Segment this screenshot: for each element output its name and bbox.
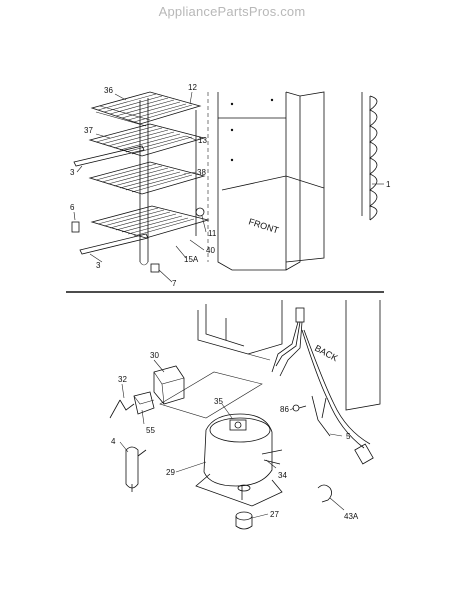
clip-part	[150, 263, 160, 273]
callout-43a: 43A	[344, 512, 359, 521]
callout-1: 1	[386, 180, 391, 189]
cabinet-front-label: FRONT	[247, 216, 280, 235]
cabinet-back-label: BACK	[313, 343, 339, 363]
shelf-front-rail	[79, 233, 149, 255]
callout-15a: 15A	[184, 255, 199, 264]
upper-callouts: 36 12 37 13 38 3 1 6 11 40 3 15A 7	[70, 83, 391, 288]
shelf	[90, 91, 202, 127]
callout-30: 30	[150, 351, 159, 360]
callout-29: 29	[166, 468, 175, 477]
cabinet-outline: FRONT	[207, 91, 325, 271]
shelf-front-rail	[73, 145, 145, 167]
mounting-screw	[292, 404, 307, 412]
callout-3-bottom: 3	[96, 261, 101, 270]
cabinet-back-outline: BACK	[159, 300, 381, 419]
callout-4: 4	[111, 437, 116, 446]
retainer-part	[195, 207, 205, 217]
clip-part	[71, 221, 80, 233]
power-plug	[354, 443, 374, 465]
callout-36: 36	[104, 86, 113, 95]
lower-callouts: 30 32 35 86 55 4 29 34 5 27 43A	[111, 351, 359, 521]
filter-drier	[125, 446, 147, 492]
upper-panel: FRONT	[70, 83, 391, 288]
callout-55: 55	[146, 426, 155, 435]
callout-27: 27	[270, 510, 279, 519]
callout-7: 7	[172, 279, 177, 288]
callout-35: 35	[214, 397, 223, 406]
callout-13: 13	[198, 136, 207, 145]
mounting-clip	[317, 484, 332, 503]
leader-lines	[73, 91, 384, 283]
callout-37: 37	[84, 126, 93, 135]
compressor	[195, 413, 283, 507]
callout-40: 40	[206, 246, 215, 255]
watermark: AppliancePartsPros.com	[158, 4, 306, 19]
callout-12: 12	[188, 83, 197, 92]
callout-5: 5	[346, 432, 351, 441]
callout-38: 38	[197, 168, 206, 177]
callout-3-top: 3	[70, 168, 75, 177]
shelf	[88, 161, 206, 195]
lower-panel: BACK	[109, 300, 381, 530]
condenser-coil	[361, 92, 378, 221]
wire-shelves	[71, 91, 210, 273]
callout-11: 11	[208, 229, 217, 238]
relay-overload	[109, 365, 185, 419]
wiring-harness	[271, 307, 374, 465]
shelf	[90, 205, 210, 239]
compressor-grommet	[235, 511, 253, 530]
callout-86: 86	[280, 405, 289, 414]
callout-6: 6	[70, 203, 75, 212]
callout-34: 34	[278, 471, 287, 480]
shelf	[88, 123, 206, 157]
callout-32: 32	[118, 375, 127, 384]
leader-lines-lower	[119, 359, 345, 519]
